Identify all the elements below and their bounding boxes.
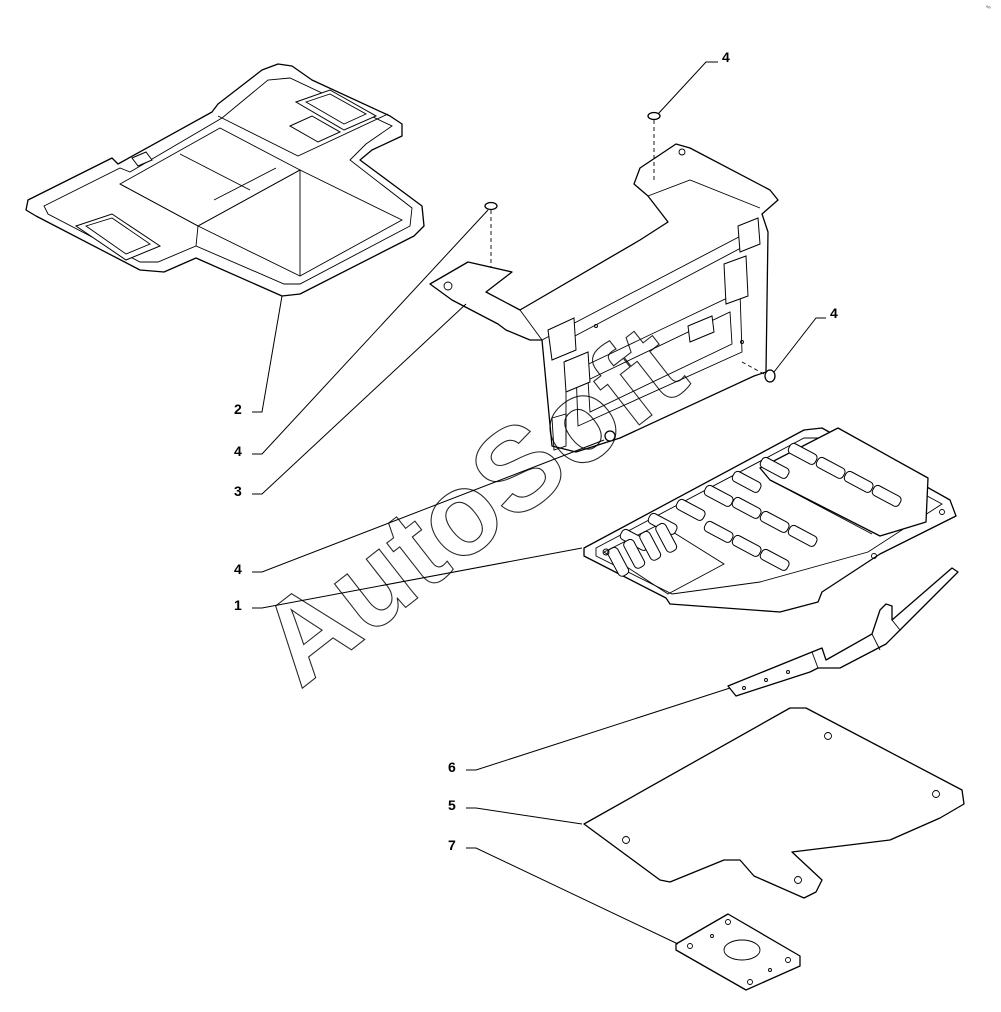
leader-1 — [252, 547, 583, 609]
leader-6 — [466, 687, 731, 771]
callout-4-top: 4 — [722, 49, 730, 65]
leader-4-top — [657, 61, 718, 115]
part-7-mount-plate — [675, 913, 801, 991]
callout-4-bottom: 4 — [234, 561, 242, 577]
leader-4-bottom — [252, 439, 605, 573]
callout-1: 1 — [234, 597, 242, 613]
fastener-pins — [484, 111, 776, 442]
callout-4-left: 4 — [234, 443, 242, 459]
tray-cells — [607, 442, 902, 577]
leader-5 — [466, 807, 583, 825]
callout-7: 7 — [448, 837, 456, 853]
fastener-pin-right — [741, 361, 776, 383]
leader-4-left — [252, 209, 489, 455]
leader-2 — [252, 295, 283, 413]
part-1-storage-tray — [583, 427, 957, 613]
watermark-text: AutoSoft — [235, 300, 709, 711]
leader-4-right — [773, 317, 826, 373]
fastener-pin-bottom — [604, 430, 616, 442]
callout-labels: 4 4 2 4 3 4 1 6 5 7 — [234, 49, 838, 853]
fastener-pin-left — [484, 201, 498, 268]
leader-7 — [466, 847, 679, 945]
fastener-pin-top — [647, 111, 661, 180]
part-2-floor-mat — [25, 63, 425, 297]
callout-5: 5 — [448, 797, 456, 813]
callout-2: 2 — [234, 401, 242, 417]
corner-mark: °ⁿ — [986, 5, 991, 12]
part-3-seat-base-panel — [429, 143, 779, 453]
leader-lines — [252, 61, 826, 945]
callout-3: 3 — [234, 483, 242, 499]
part-6-bracket-strip — [727, 567, 959, 697]
callout-6: 6 — [448, 759, 456, 775]
callout-4-right: 4 — [830, 305, 838, 321]
leader-3 — [252, 303, 467, 495]
part-5-flat-plate — [583, 707, 965, 899]
